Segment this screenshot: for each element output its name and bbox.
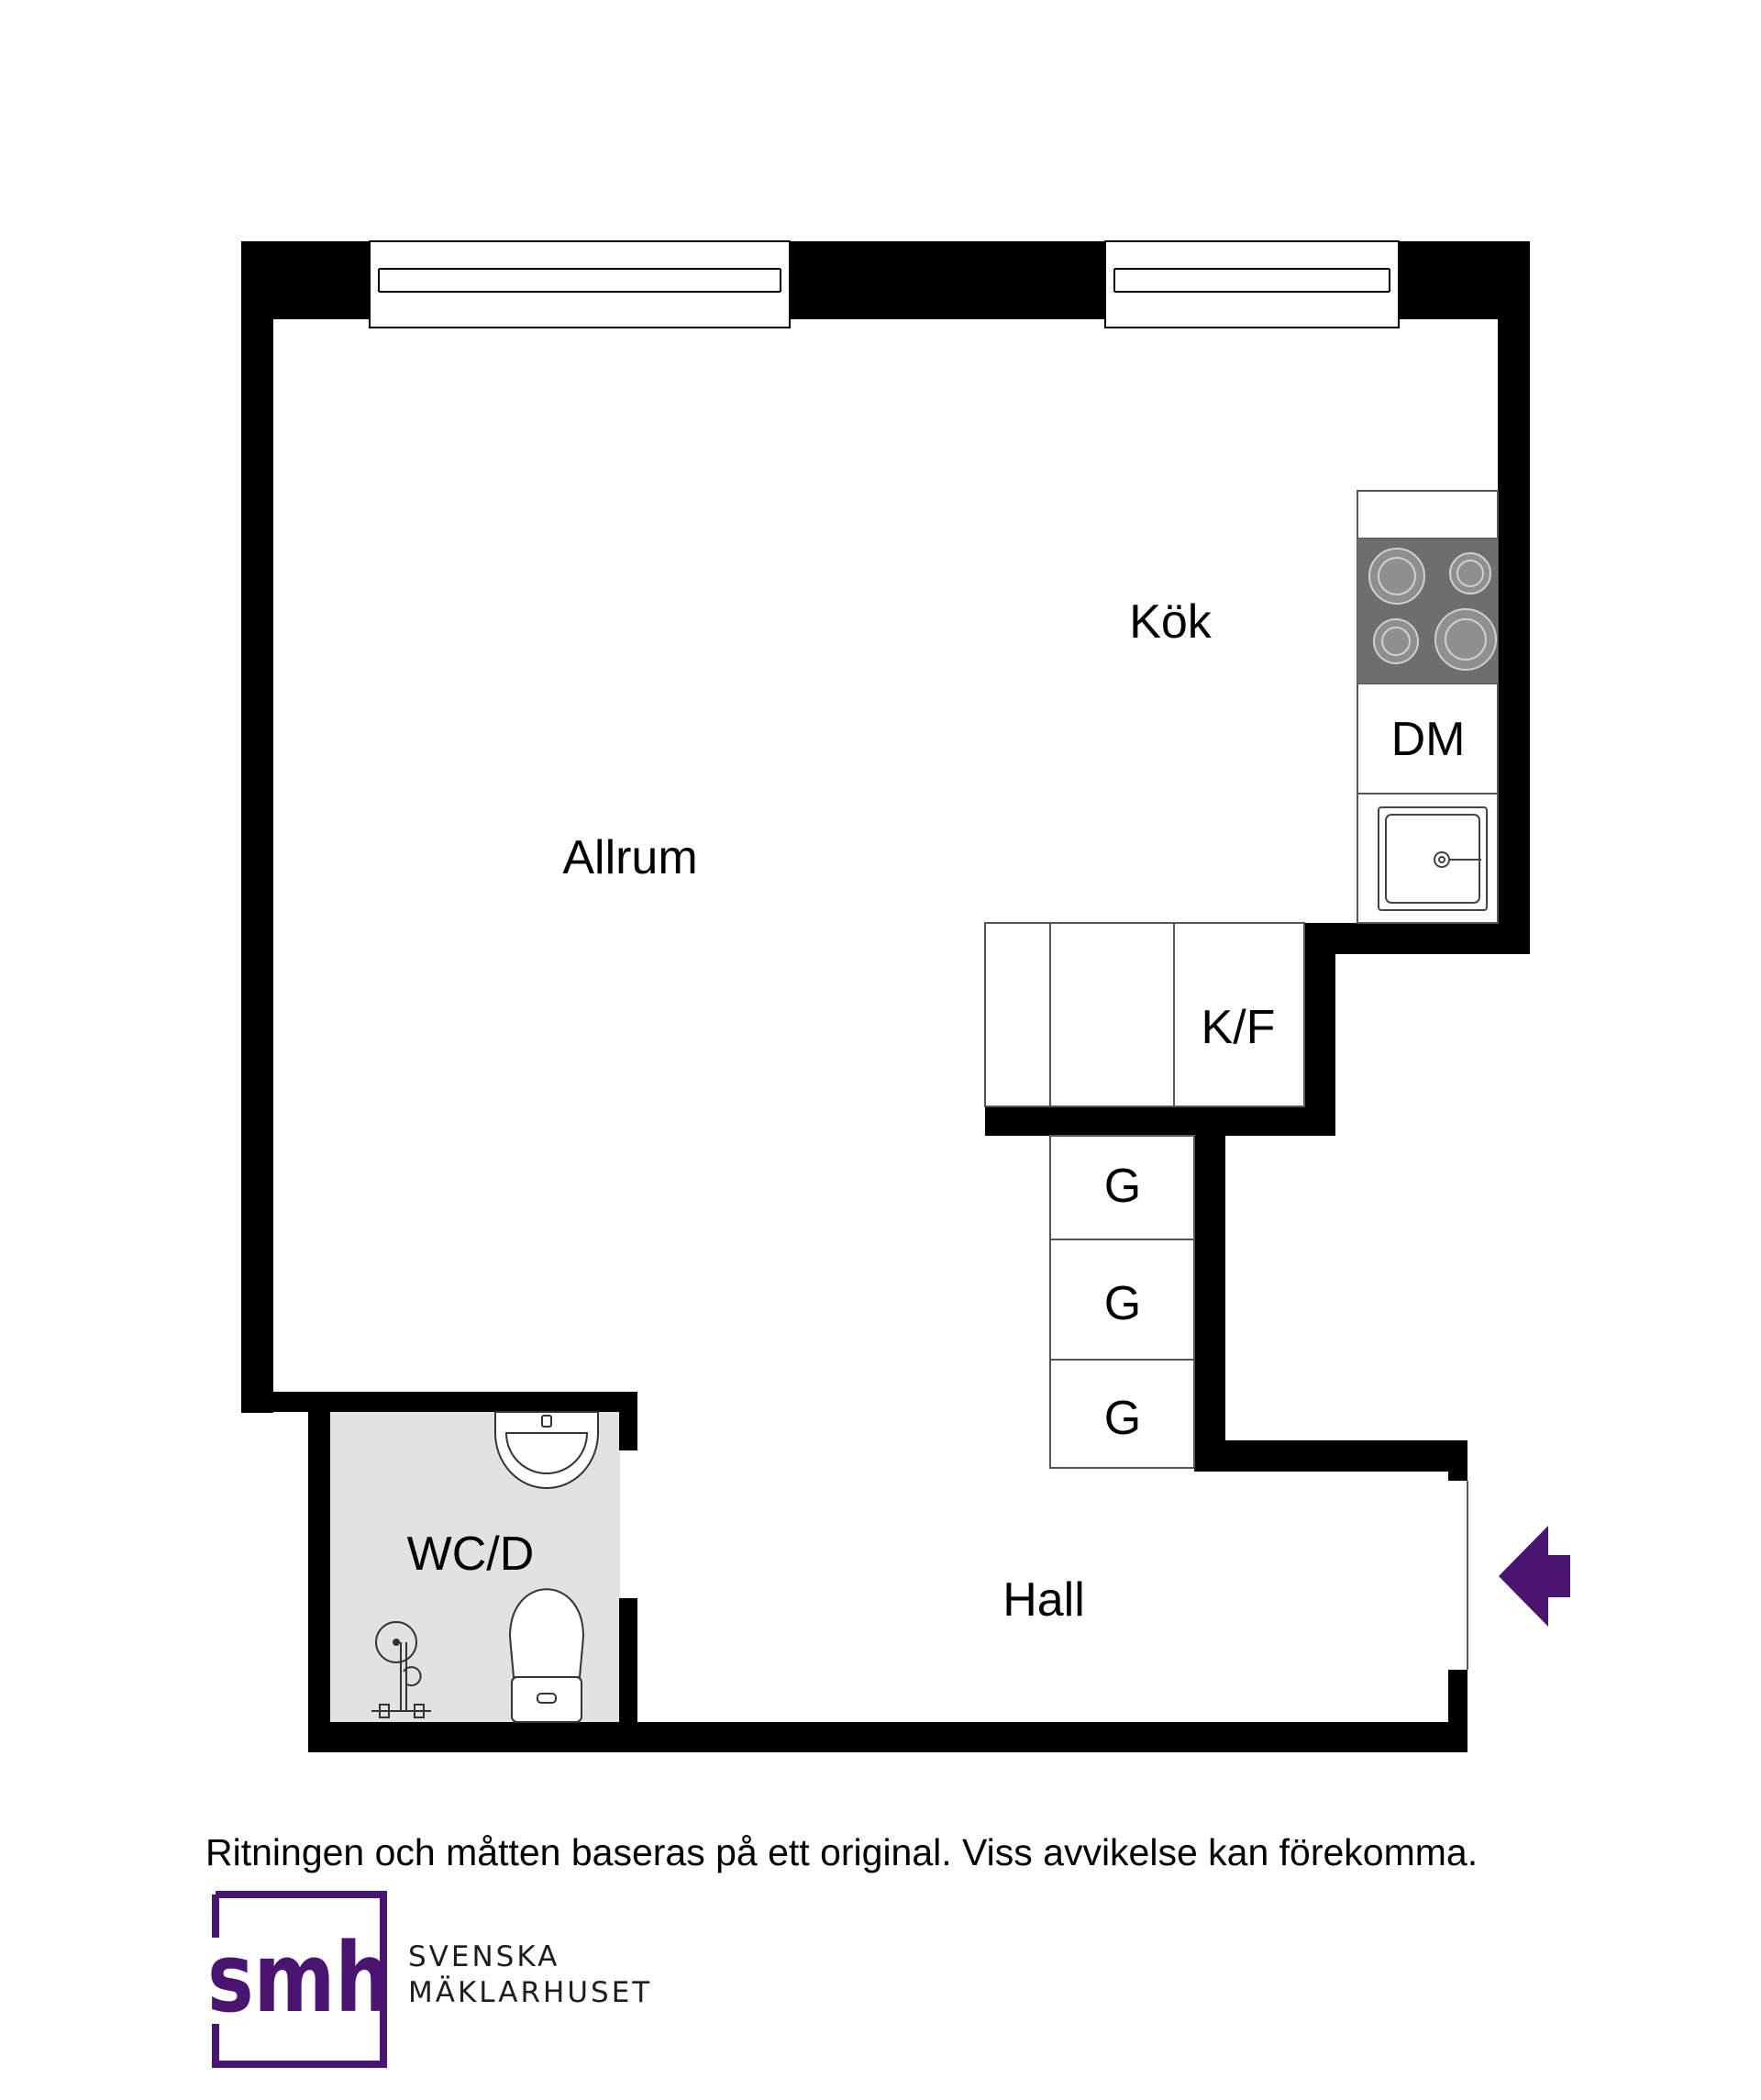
shower-icon	[371, 1621, 431, 1718]
room-label-kok: Kök	[1129, 595, 1213, 649]
room-label-allrum: Allrum	[562, 831, 697, 884]
bathroom-sink-icon	[494, 1411, 599, 1489]
kitchen-cabinets	[984, 922, 1305, 1107]
window-right	[1104, 240, 1400, 328]
walls	[241, 241, 1530, 1752]
fixture-label-wardrobe: G	[1104, 1160, 1141, 1213]
room-label-wc: WC/D	[407, 1528, 535, 1581]
fixture-label-wardrobe: G	[1104, 1277, 1141, 1330]
toilet-icon	[508, 1588, 585, 1723]
fixture-label-dishwasher: DM	[1391, 713, 1466, 766]
fixture-label-fridge-freezer: K/F	[1202, 1001, 1276, 1054]
disclaimer-text: Ritningen och måtten baseras på ett orig…	[205, 1831, 1479, 1873]
company-logo: smh SVENSKA MÄKLARHUSET	[207, 1891, 652, 2068]
room-label-hall: Hall	[1002, 1573, 1085, 1627]
brand-name-line2: MÄKLARHUSET	[408, 1976, 652, 2009]
fixture-label-wardrobe: G	[1104, 1392, 1141, 1445]
entrance-arrow-icon	[1499, 1526, 1570, 1627]
window-left	[369, 240, 791, 328]
stove-icon	[1357, 539, 1498, 683]
wardrobes	[1049, 1135, 1195, 1469]
kitchen-sink-icon	[1378, 806, 1488, 911]
logo-mark: smh	[207, 1922, 391, 2034]
brand-name-line1: SVENSKA	[408, 1940, 559, 1973]
